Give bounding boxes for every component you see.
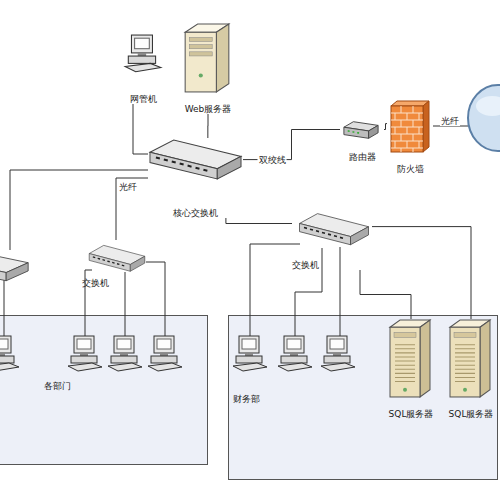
device-label: Web服务器 — [178, 104, 238, 114]
network-link — [116, 178, 148, 240]
network-link — [384, 124, 387, 130]
device-label: 交换机 — [82, 278, 109, 288]
firewall-icon — [391, 101, 429, 152]
computer-icon — [125, 35, 161, 72]
network-device: 路由器 — [340, 112, 384, 162]
department-zone: SQL服务器 SQL服务器 财务部 — [228, 315, 498, 480]
server-icon — [185, 24, 229, 92]
link-label: 双绞线 — [258, 155, 287, 165]
wire — [340, 247, 341, 337]
network-link — [133, 104, 148, 154]
network-device: SQL服务器 — [384, 319, 438, 419]
wire — [146, 262, 165, 337]
network-device: Web服务器 — [178, 18, 238, 114]
switch-icon — [89, 245, 145, 271]
computer-icon — [0, 336, 19, 371]
device-label: 交换机 — [292, 260, 319, 270]
device-label: 防火墙 — [387, 164, 433, 174]
computer-icon — [148, 336, 182, 371]
computer-icon — [108, 336, 142, 371]
network-device: SQL服务器 — [444, 319, 498, 419]
computer-icon — [233, 336, 267, 371]
circle-highlight — [476, 96, 500, 116]
device-label: 路由器 — [340, 152, 384, 162]
device-label: SQL服务器 — [384, 409, 438, 419]
network-device: 交换机 — [80, 240, 152, 288]
computer-icon — [321, 336, 355, 371]
zone-label: 财务部 — [233, 394, 260, 404]
device-label: 网管机 — [118, 94, 168, 104]
internet-circle — [468, 85, 500, 151]
network-link — [372, 227, 471, 319]
server-icon — [450, 320, 490, 397]
switch-icon — [150, 140, 241, 179]
network-link — [207, 114, 208, 138]
switch-icon — [300, 214, 369, 245]
wires — [4, 126, 468, 337]
network-link — [360, 270, 411, 319]
switch-icon — [0, 250, 28, 281]
network-device: 核心交换机 — [148, 138, 243, 218]
wire — [85, 270, 92, 337]
router-icon — [344, 122, 378, 139]
connector-layer — [116, 104, 471, 319]
computer-icon — [68, 336, 102, 371]
wire — [433, 126, 468, 127]
wire — [10, 170, 148, 250]
link-label: 光纤 — [118, 182, 138, 192]
device-label: 核心交换机 — [148, 208, 243, 218]
network-device: 防火墙 — [387, 94, 433, 174]
link-label: 光纤 — [440, 116, 460, 126]
zone-label: 各部门 — [44, 381, 71, 391]
network-device: 网管机 — [118, 32, 168, 104]
network-link — [226, 218, 292, 224]
wire — [295, 248, 322, 337]
server-icon — [390, 320, 430, 397]
network-device: 交换机 — [292, 208, 372, 270]
wire — [125, 272, 126, 337]
device-label: SQL服务器 — [444, 409, 498, 419]
wire — [250, 244, 300, 337]
internet-cloud — [468, 85, 500, 151]
network-link — [243, 130, 340, 160]
computer-icon — [278, 336, 312, 371]
department-zone: 各部门 — [0, 315, 208, 465]
wire — [4, 278, 5, 337]
